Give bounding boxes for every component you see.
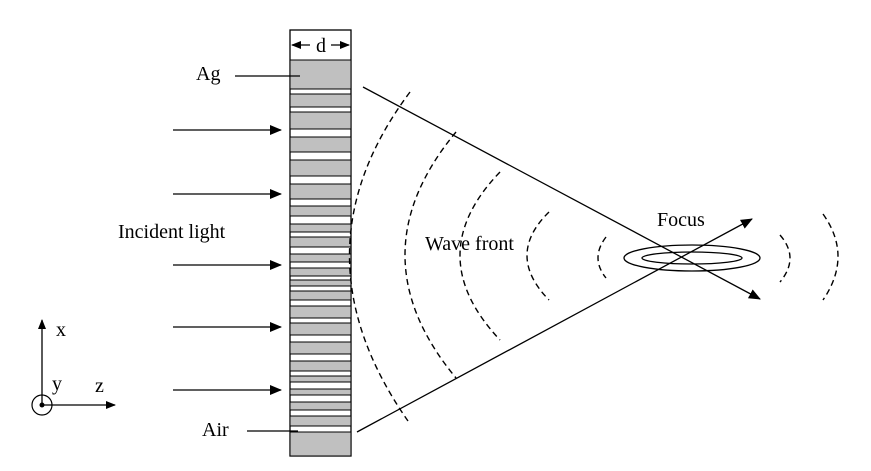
ag-layer: [289, 111, 352, 130]
ag-layer: [289, 253, 352, 263]
ag-layer: [289, 431, 352, 457]
ag-layer: [289, 183, 352, 200]
ag-layer: [289, 401, 352, 411]
z-axis-label: z: [95, 375, 104, 397]
ag-layer: [289, 267, 352, 277]
wave-fronts: [348, 91, 839, 422]
wave-front-7: [822, 213, 839, 301]
thickness-label: d: [316, 35, 326, 57]
wave-front-1: [348, 91, 411, 422]
focus-ring-inner: [641, 251, 743, 265]
y-axis-dot: [39, 402, 45, 408]
focusing-beam: [356, 86, 761, 433]
wave-front-4: [526, 211, 550, 301]
ag-layer: [289, 236, 352, 248]
wave-front-5: [597, 236, 607, 279]
wave-front-3: [459, 171, 501, 341]
x-axis-label: x: [56, 319, 66, 341]
ag-layer: [289, 388, 352, 396]
incident-light-label: Incident light: [118, 221, 226, 243]
ag-layer: [289, 59, 352, 90]
y-axis-label: y: [52, 373, 62, 395]
thickness-dimension: d: [291, 35, 350, 57]
slab-layers: [289, 59, 352, 457]
ag-layer: [289, 305, 352, 319]
ag-layer: [289, 136, 352, 153]
wave-front-2: [404, 131, 457, 379]
ag-layer: [289, 322, 352, 336]
incident-arrows: [173, 125, 282, 395]
ag-label: Ag: [196, 63, 220, 85]
ag-layer: [289, 341, 352, 355]
ag-layer: [289, 375, 352, 383]
beam-lower-edge: [356, 218, 753, 433]
wave-front-6: [779, 234, 791, 283]
focus-spot: [623, 244, 761, 272]
focus-label: Focus: [657, 209, 705, 231]
ag-layer: [289, 159, 352, 177]
ag-layer: [289, 415, 352, 427]
ag-layer: [289, 279, 352, 287]
ag-layer: [289, 360, 352, 372]
ag-layer: [289, 205, 352, 217]
coordinate-axes: x y z: [31, 319, 116, 416]
ag-layer: [289, 290, 352, 301]
wave-front-label: Wave front: [425, 233, 514, 255]
out-of-page-dot-icon: [31, 394, 53, 416]
ag-layer: [289, 93, 352, 108]
air-label: Air: [202, 419, 229, 441]
silver-slab: [289, 29, 352, 457]
beam-upper-edge: [362, 86, 761, 300]
ag-layer: [289, 223, 352, 233]
focus-ring-outer: [623, 244, 761, 272]
